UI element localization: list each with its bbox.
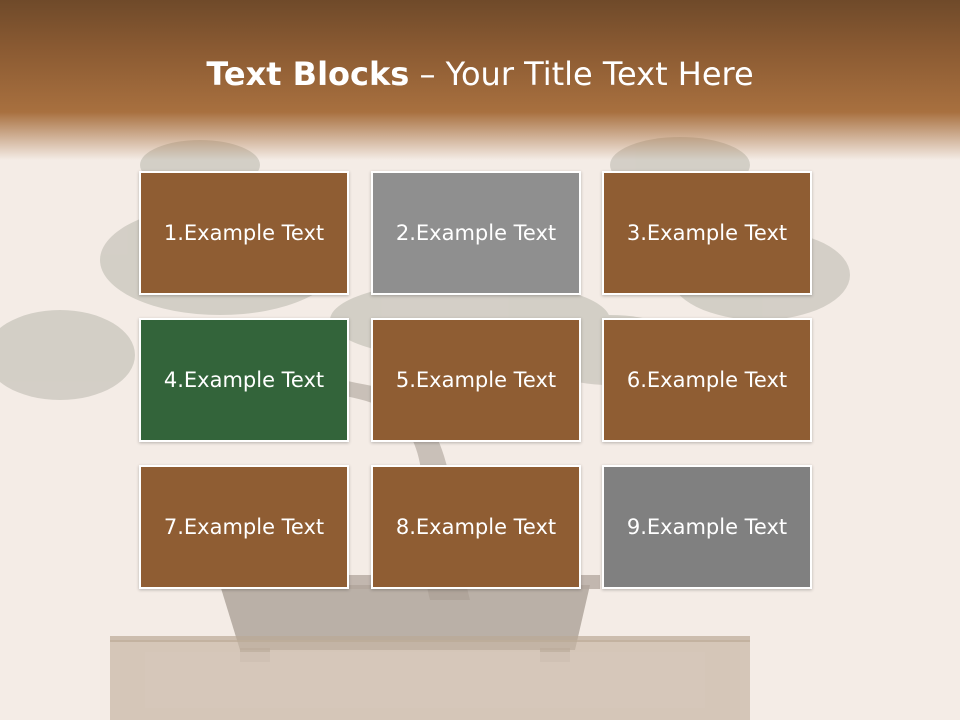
text-block-4[interactable]: 4.Example Text xyxy=(139,318,349,442)
header-band xyxy=(0,0,960,160)
text-block-1[interactable]: 1.Example Text xyxy=(139,171,349,295)
text-block-6[interactable]: 6.Example Text xyxy=(602,318,812,442)
text-block-label: 3.Example Text xyxy=(626,221,788,245)
text-block-7[interactable]: 7.Example Text xyxy=(139,465,349,589)
text-block-2[interactable]: 2.Example Text xyxy=(371,171,581,295)
text-block-8[interactable]: 8.Example Text xyxy=(371,465,581,589)
text-block-label: 9.Example Text xyxy=(626,515,788,539)
text-block-3[interactable]: 3.Example Text xyxy=(602,171,812,295)
text-block-label: 6.Example Text xyxy=(626,368,788,392)
title-bold: Text Blocks xyxy=(206,55,410,93)
text-block-9[interactable]: 9.Example Text xyxy=(602,465,812,589)
text-block-label: 8.Example Text xyxy=(395,515,557,539)
text-block-5[interactable]: 5.Example Text xyxy=(371,318,581,442)
text-block-label: 1.Example Text xyxy=(163,221,325,245)
slide-title: Text Blocks – Your Title Text Here xyxy=(0,52,960,96)
title-rest: Your Title Text Here xyxy=(445,55,754,93)
title-separator: – xyxy=(409,55,446,93)
text-block-label: 5.Example Text xyxy=(395,368,557,392)
text-block-label: 7.Example Text xyxy=(163,515,325,539)
text-block-label: 4.Example Text xyxy=(163,368,325,392)
text-block-label: 2.Example Text xyxy=(395,221,557,245)
